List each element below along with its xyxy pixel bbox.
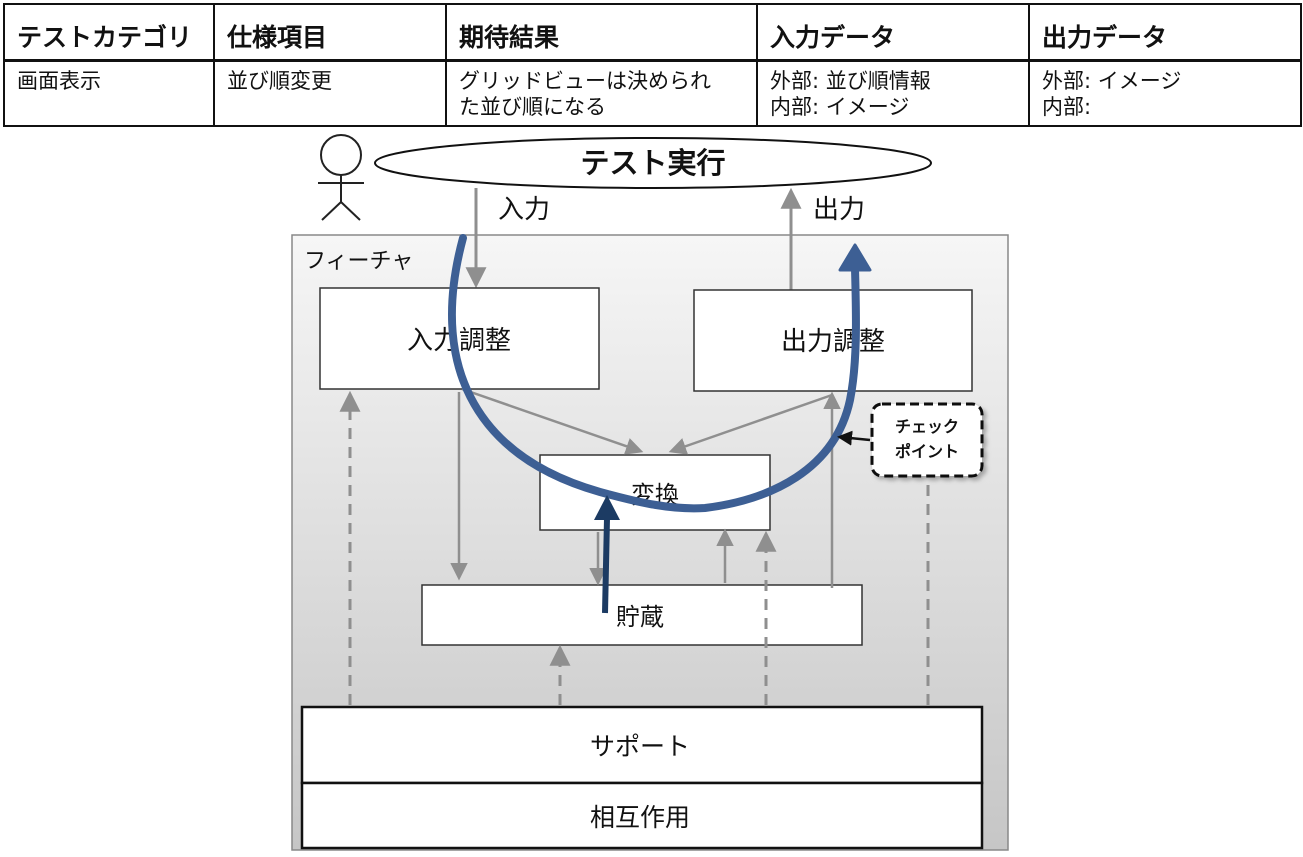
header-test-category: テストカテゴリ: [3, 3, 215, 62]
transform-box: 変換: [539, 454, 771, 531]
storage-box: 貯蔵: [421, 584, 863, 646]
storage-to-transform-arrowhead-icon: [594, 495, 620, 520]
cell-output-data-line-2: 内部:: [1042, 95, 1092, 119]
storage-label: 貯蔵: [616, 603, 664, 631]
connector-output-to-transform: [668, 393, 833, 455]
header-expected-result: 期待結果: [445, 3, 758, 62]
user-figure-icon: [318, 134, 364, 221]
test-execution-label: テスト実行: [580, 146, 725, 180]
interaction-box: 相互作用: [300, 781, 984, 850]
output-adjust-label: 出力調整: [781, 327, 885, 357]
test-flow-curve: [448, 234, 860, 513]
cell-output-data-line-1: 外部: イメージ: [1042, 69, 1182, 93]
checkpoint-label-line-1: チェック: [895, 417, 959, 436]
support-box: サポート: [300, 705, 984, 785]
cell-output-data: 外部: イメージ 内部:: [1028, 59, 1302, 127]
output-adjust-box: 出力調整: [693, 289, 973, 392]
feature-label: フィーチャ: [304, 249, 413, 274]
cell-spec-item-text: 並び順変更: [227, 69, 332, 93]
table-row: 画面表示 並び順変更 グリッドビューは決められ た並び順になる 外部: 並び順情…: [3, 59, 1302, 127]
test-execution-ellipse: テスト実行: [374, 137, 932, 189]
support-dashed-arrows: [339, 390, 930, 705]
header-spec-item: 仕様項目: [213, 3, 447, 62]
cell-input-data-line-1: 外部: 並び順情報: [770, 69, 931, 93]
connector-input-to-transform: [461, 387, 644, 455]
checkpoint-label-line-2: ポイント: [895, 442, 959, 461]
header-input-data: 入力データ: [756, 3, 1030, 62]
cell-input-data-line-2: 内部: イメージ: [770, 95, 910, 119]
interaction-label: 相互作用: [590, 803, 690, 832]
output-label: 出力: [813, 195, 865, 225]
cell-expected: グリッドビューは決められ た並び順になる: [445, 59, 758, 127]
table-header-row: テストカテゴリ 仕様項目 期待結果 入力データ 出力データ: [3, 3, 1302, 62]
support-label: サポート: [590, 732, 690, 761]
cell-spec-item: 並び順変更: [213, 59, 447, 127]
cell-expected-line-2: た並び順になる: [459, 95, 606, 119]
cell-expected-line-1: グリッドビューは決められ: [459, 69, 711, 93]
test-flow-arrowhead-icon: [838, 243, 872, 272]
checkpoint-pointer-arrow: [837, 430, 871, 446]
cell-category-text: 画面表示: [17, 69, 101, 93]
cell-input-data: 外部: 並び順情報 内部: イメージ: [756, 59, 1030, 127]
connectors: [450, 387, 841, 588]
checkpoint-callout: チェック ポイント: [870, 402, 984, 478]
cell-category: 画面表示: [3, 59, 215, 127]
storage-to-transform-flow-arrow: [602, 517, 610, 614]
header-output-data: 出力データ: [1028, 3, 1302, 62]
input-label: 入力: [498, 195, 550, 225]
test-spec-table: テストカテゴリ 仕様項目 期待結果 入力データ 出力データ 画面表示 並び順変更…: [3, 3, 1302, 127]
